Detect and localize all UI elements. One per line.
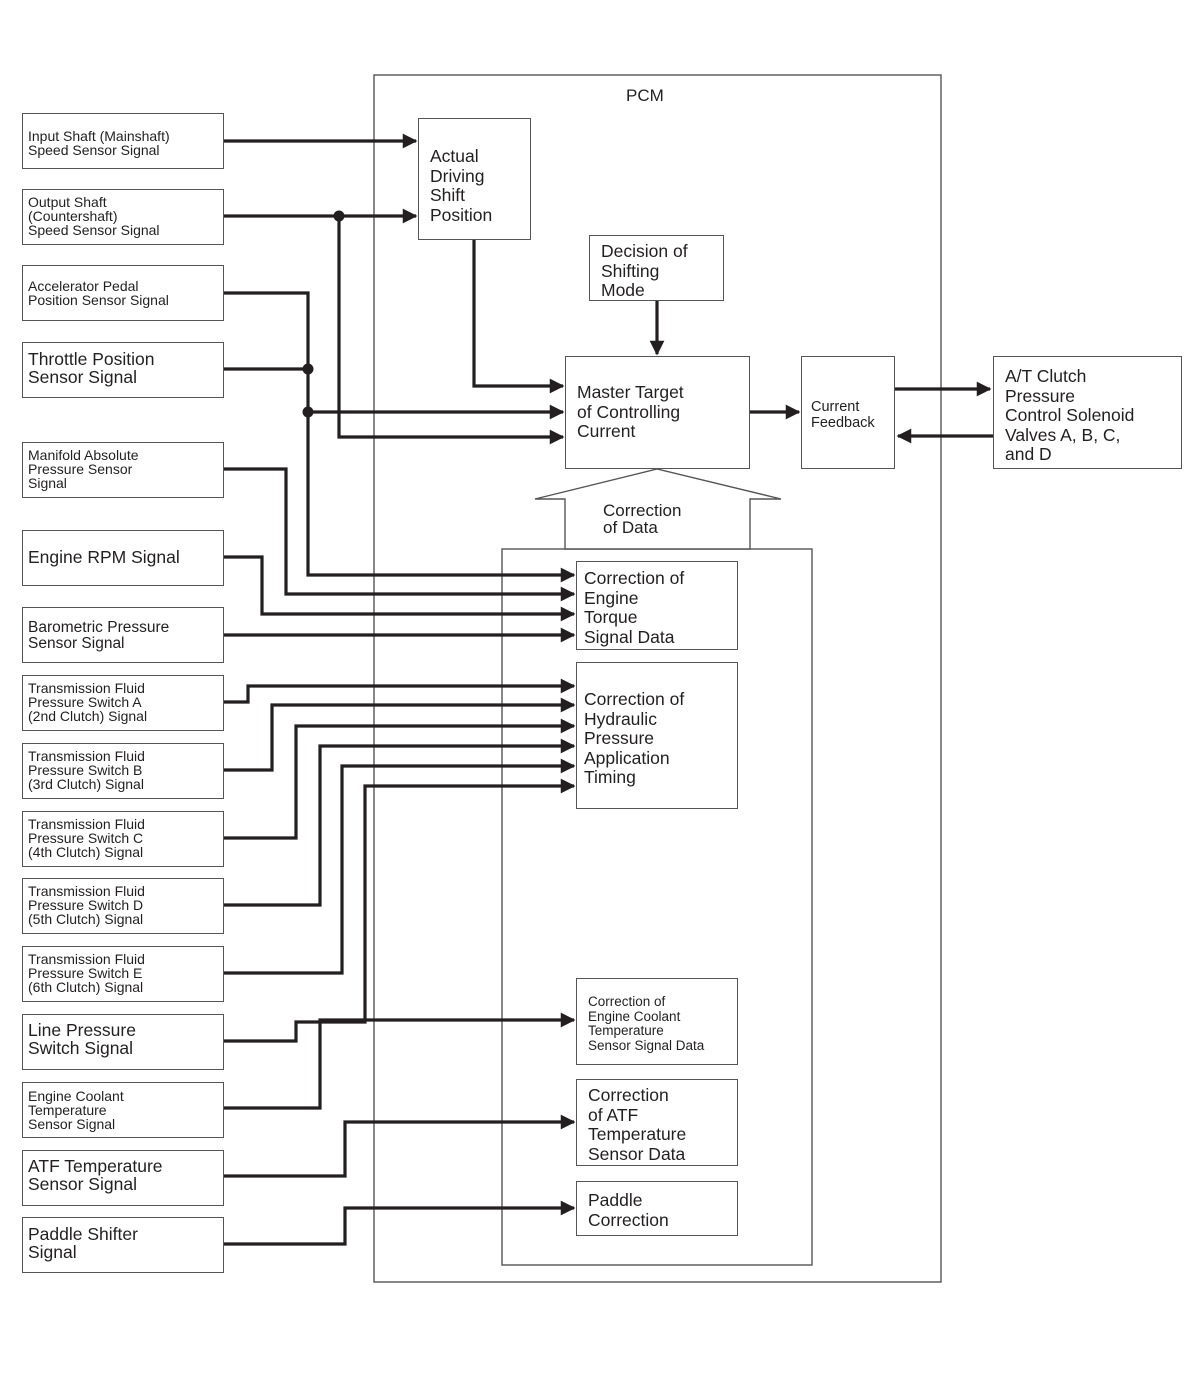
- input-label: ATF Temperature Sensor Signal: [28, 1156, 163, 1194]
- pcm-label: PCM: [626, 86, 664, 105]
- connector-engine-coolant-temp: [224, 1012, 576, 1110]
- block-label: Current Feedback: [811, 399, 875, 431]
- input-label: Transmission Fluid Pressure Switch D (5t…: [28, 883, 145, 927]
- connector-shift-position-to-master-target: [472, 240, 565, 394]
- block-label: Actual Driving Shift Position: [430, 146, 493, 225]
- input-label: Paddle Shifter Signal: [28, 1224, 138, 1262]
- input-label: Transmission Fluid Pressure Switch E (6t…: [28, 951, 145, 995]
- block-paddle-correction: Paddle Correction: [576, 1181, 738, 1236]
- block-label: Master Target of Controlling Current: [577, 382, 684, 442]
- block-current-feedback: Current Feedback: [801, 356, 895, 469]
- input-label: Barometric Pressure Sensor Signal: [28, 619, 170, 652]
- block-correction-engine-torque: Correction of Engine Torque Signal Data: [576, 561, 738, 650]
- connector-engine-rpm: [224, 555, 576, 622]
- input-label: Line Pressure Switch Signal: [28, 1020, 136, 1058]
- connector-tfp-switch-a: [224, 678, 576, 704]
- input-label: Transmission Fluid Pressure Switch A (2n…: [28, 680, 148, 724]
- junction-dot: [302, 363, 314, 375]
- input-box-accelerator-pedal: Accelerator Pedal Position Sensor Signal: [22, 265, 224, 321]
- block-label: Paddle Correction: [588, 1190, 669, 1230]
- connector-output-shaft-to-master-target: [337, 216, 565, 445]
- input-label: Transmission Fluid Pressure Switch B (3r…: [28, 748, 145, 792]
- input-box-tfp-switch-a: Transmission Fluid Pressure Switch A (2n…: [22, 675, 224, 731]
- block-at-clutch-solenoids: A/T Clutch Pressure Control Solenoid Val…: [993, 356, 1182, 469]
- input-box-atf-temperature: ATF Temperature Sensor Signal: [22, 1150, 224, 1206]
- connector-accelerator-pedal: [224, 291, 576, 583]
- connector-tfp-switch-c: [224, 718, 576, 840]
- input-label: Manifold Absolute Pressure Sensor Signal: [28, 447, 139, 491]
- input-box-throttle-position: Throttle Position Sensor Signal: [22, 342, 224, 398]
- connector-atf-temperature: [224, 1114, 576, 1178]
- input-box-barometric-pressure: Barometric Pressure Sensor Signal: [22, 607, 224, 663]
- block-correction-atf-temperature: Correction of ATF Temperature Sensor Dat…: [576, 1079, 738, 1166]
- correction-of-data-label: Correction of Data: [603, 501, 682, 537]
- connector-tfp-switch-d: [224, 738, 576, 907]
- connector-tfp-switch-b: [224, 697, 576, 772]
- input-box-tfp-switch-b: Transmission Fluid Pressure Switch B (3r…: [22, 743, 224, 799]
- pcm-frame: [373, 74, 942, 1283]
- input-label: Engine RPM Signal: [28, 547, 180, 567]
- input-box-output-shaft: Output Shaft (Countershaft) Speed Sensor…: [22, 189, 224, 245]
- block-actual-driving-shift-position: Actual Driving Shift Position: [418, 118, 531, 240]
- block-correction-engine-coolant: Correction of Engine Coolant Temperature…: [576, 978, 738, 1065]
- input-box-engine-coolant-temp: Engine Coolant Temperature Sensor Signal: [22, 1082, 224, 1138]
- input-label: Transmission Fluid Pressure Switch C (4t…: [28, 816, 145, 860]
- input-label: Engine Coolant Temperature Sensor Signal: [28, 1088, 124, 1132]
- block-label: Correction of Hydraulic Pressure Applica…: [584, 689, 685, 788]
- input-box-manifold-absolute-pressure: Manifold Absolute Pressure Sensor Signal: [22, 442, 224, 498]
- block-label: A/T Clutch Pressure Control Solenoid Val…: [1005, 366, 1135, 465]
- input-label: Throttle Position Sensor Signal: [28, 349, 155, 387]
- junction-dot: [333, 210, 345, 222]
- input-label: Output Shaft (Countershaft) Speed Sensor…: [28, 194, 160, 238]
- block-correction-hydraulic-pressure: Correction of Hydraulic Pressure Applica…: [576, 662, 738, 809]
- input-box-tfp-switch-e: Transmission Fluid Pressure Switch E (6t…: [22, 946, 224, 1002]
- block-label: Decision of Shifting Mode: [601, 241, 688, 301]
- input-box-paddle-shifter: Paddle Shifter Signal: [22, 1217, 224, 1273]
- input-label: Input Shaft (Mainshaft) Speed Sensor Sig…: [28, 128, 170, 158]
- connector-manifold-absolute-pressure: [224, 467, 576, 602]
- block-master-target: Master Target of Controlling Current: [565, 356, 750, 469]
- block-decision-of-shifting-mode: Decision of Shifting Mode: [589, 235, 724, 301]
- junction-dot: [302, 406, 314, 418]
- connector-tfp-switch-e: [224, 758, 576, 975]
- connector-paddle-shifter: [224, 1200, 576, 1246]
- block-label: Correction of Engine Coolant Temperature…: [588, 994, 705, 1054]
- input-box-input-shaft: Input Shaft (Mainshaft) Speed Sensor Sig…: [22, 113, 224, 169]
- block-label: Correction of Engine Torque Signal Data: [584, 568, 685, 647]
- input-box-tfp-switch-d: Transmission Fluid Pressure Switch D (5t…: [22, 878, 224, 934]
- input-box-engine-rpm: Engine RPM Signal: [22, 530, 224, 586]
- input-box-line-pressure-switch: Line Pressure Switch Signal: [22, 1014, 224, 1070]
- connector-line-pressure-switch: [224, 778, 576, 1043]
- input-box-tfp-switch-c: Transmission Fluid Pressure Switch C (4t…: [22, 811, 224, 867]
- correction-of-data-arrow: [534, 468, 782, 550]
- block-label: Correction of ATF Temperature Sensor Dat…: [588, 1085, 687, 1164]
- input-label: Accelerator Pedal Position Sensor Signal: [28, 278, 169, 308]
